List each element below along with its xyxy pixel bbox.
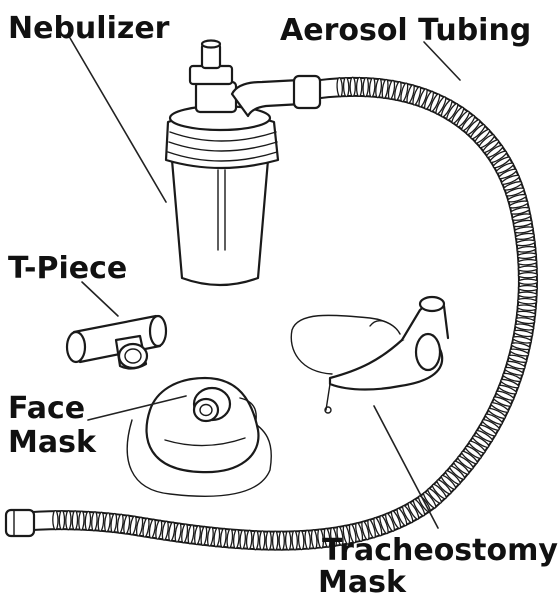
label-face-mask-line1: Face — [8, 391, 85, 426]
tubing-ridge — [518, 259, 537, 265]
tubing-ridge — [298, 530, 304, 549]
tubing-ridge — [350, 77, 355, 96]
tubing-ridge — [85, 511, 91, 530]
face-mask — [127, 378, 271, 496]
t-piece-leader — [82, 282, 118, 316]
tubing-end-cuff — [6, 510, 34, 536]
label-t-piece: T-Piece — [8, 251, 127, 286]
t-piece — [67, 316, 166, 369]
tubing-ridge — [66, 511, 71, 530]
label-aerosol-tubing: Aerosol Tubing — [280, 13, 531, 48]
nebulizer-cup — [172, 160, 268, 285]
label-nebulizer: Nebulizer — [8, 11, 170, 46]
tubing-ridge — [72, 511, 78, 530]
nebulizer — [166, 41, 320, 286]
tubing-ridge — [337, 78, 343, 97]
tubing-ridge — [246, 530, 252, 549]
nebulizer-leader — [70, 38, 166, 202]
tubing-ridge — [53, 511, 58, 530]
label-face-mask-line2: Mask — [8, 425, 97, 460]
label-trach-line1: Tracheostomy — [322, 533, 558, 568]
tracheostomy-mask — [291, 297, 448, 413]
tubing-ridge — [292, 531, 298, 550]
tubing-ridge — [356, 77, 362, 96]
tubing-ridge — [518, 285, 537, 291]
tubing-ridge — [78, 511, 84, 530]
tubing-ridge — [239, 530, 245, 549]
tubing-ridge — [266, 531, 272, 550]
tubing-ridge — [518, 279, 537, 284]
tubing-ridges — [53, 77, 538, 550]
tubing-ridge — [518, 292, 537, 298]
tubing-ridge — [285, 531, 291, 550]
tubing-ridge — [59, 511, 64, 530]
label-trach-line2: Mask — [318, 565, 407, 598]
tubing-ridge — [259, 531, 265, 550]
tubing-ridge — [279, 531, 284, 550]
tubing-ridge — [518, 272, 537, 277]
tubing-ridge — [518, 266, 537, 272]
tubing-ridge — [363, 77, 369, 96]
tubing-ridge — [273, 531, 278, 550]
tubing-ridge — [253, 531, 259, 550]
nebulizer-port — [196, 82, 236, 112]
tubing-ridge — [343, 77, 349, 96]
